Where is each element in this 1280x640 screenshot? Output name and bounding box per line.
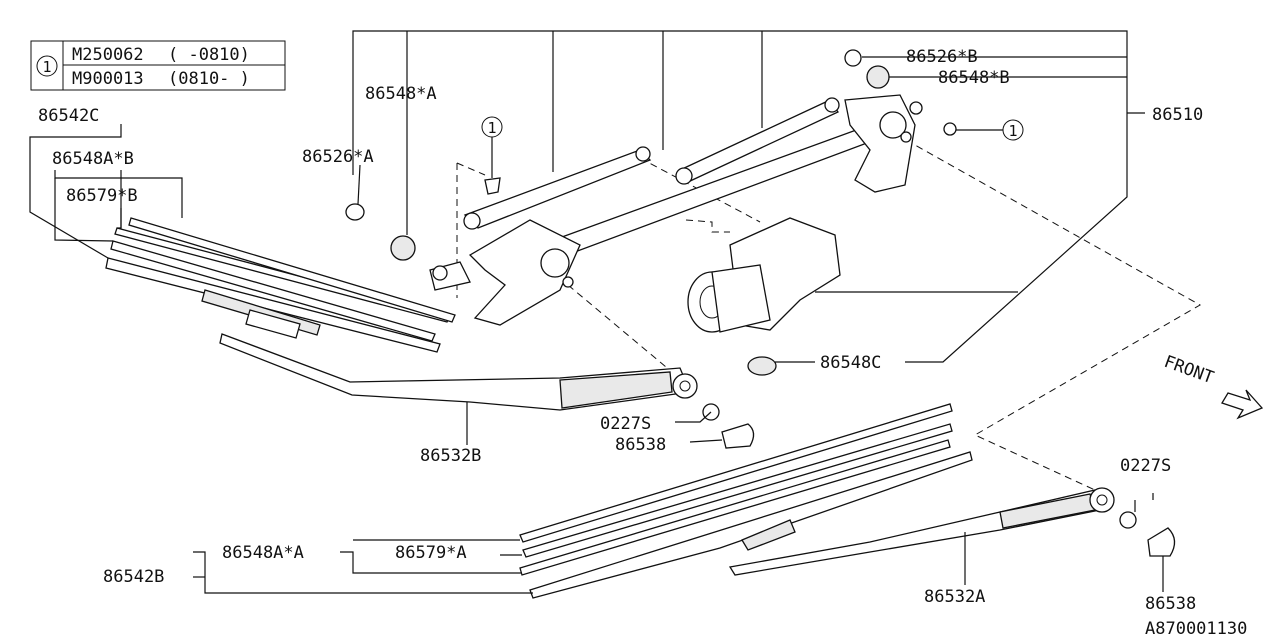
cap-a-shape: [345, 203, 365, 221]
svg-text:1: 1: [487, 119, 496, 137]
callout-1-upper-right: 1: [956, 119, 1024, 141]
label-86548-a: 86548*A: [365, 84, 437, 104]
right-pivot-bracket: [844, 94, 916, 193]
right-leaders: [193, 56, 1164, 594]
left-pivot-bracket: [468, 219, 581, 326]
legend-range-1: ( -0810): [168, 45, 250, 65]
front-arrow: FRONT: [1161, 352, 1264, 420]
link-assy-bracket: [352, 30, 1145, 363]
legend-range-2: (0810- ): [168, 69, 250, 89]
callout-1-upper-left: 1: [481, 116, 503, 178]
left-leaders: [29, 124, 723, 445]
label-86532a: 86532A: [924, 587, 985, 607]
left-wiper-arm: [219, 333, 755, 449]
legend-table: 1 M250062 ( -0810) M900013 (0810- ): [30, 40, 286, 91]
legend-part-2: M900013: [72, 69, 144, 89]
label-86532b: 86532B: [420, 446, 481, 466]
diagram-code: A870001130: [1145, 619, 1247, 639]
label-0227s-lower: 0227S: [1120, 456, 1171, 476]
part-labels: 86542C 86548A*B 86579*B 86548*A 86526*A …: [38, 47, 1247, 639]
wiper-motor: [687, 217, 841, 376]
label-86579-a: 86579*A: [395, 543, 467, 563]
svg-text:1: 1: [1008, 122, 1017, 140]
label-86526-b: 86526*B: [906, 47, 978, 67]
label-86548-b: 86548*B: [938, 68, 1010, 88]
legend-part-1: M250062: [72, 45, 144, 65]
front-label: FRONT: [1161, 352, 1216, 388]
label-86548a-b: 86548A*B: [52, 149, 134, 169]
label-86542c: 86542C: [38, 106, 99, 126]
label-86538-lower: 86538: [1145, 594, 1196, 614]
fasteners: [345, 49, 957, 261]
label-86526-a: 86526*A: [302, 147, 374, 167]
label-86548a-a: 86548A*A: [222, 543, 304, 563]
label-86538-upper: 86538: [615, 435, 666, 455]
left-wiper-blade: [105, 217, 456, 353]
right-wiper-arm: [728, 487, 1176, 576]
right-wiper-blade: [519, 403, 973, 599]
label-86579-b: 86579*B: [66, 186, 138, 206]
label-86542b: 86542B: [103, 567, 164, 587]
legend-key: 1: [42, 58, 51, 76]
label-86510: 86510: [1152, 105, 1203, 125]
label-86548c: 86548C: [820, 353, 881, 373]
label-0227s-upper: 0227S: [600, 414, 651, 434]
linkage-rods: [429, 97, 876, 291]
